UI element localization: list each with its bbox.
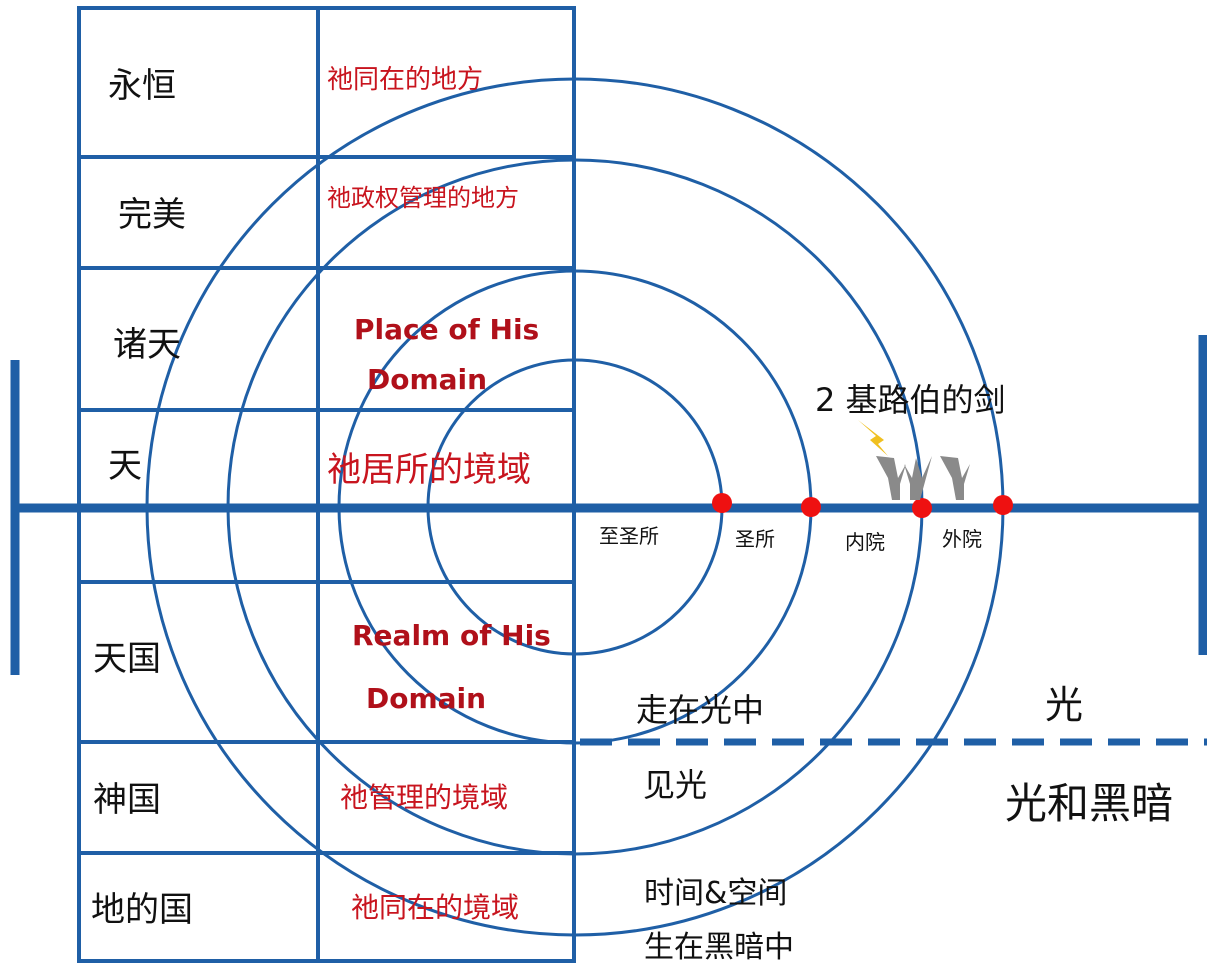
label-place-of-his-1: Place of His	[354, 313, 539, 346]
label-holy-of-holies: 至圣所	[599, 524, 659, 548]
row-label-heavens: 诸天	[113, 325, 181, 365]
right-column-labels: 祂同在的地方 祂政权管理的地方 Place of His Domain 祂居所的…	[327, 65, 551, 924]
label-place-of-government: 祂政权管理的地方	[327, 184, 519, 212]
label-walk-in-light: 走在光中	[636, 691, 764, 729]
label-realm-of-management: 祂管理的境域	[340, 781, 508, 814]
row-label-earthly-kingdom: 地的国	[91, 890, 193, 930]
label-time-space: 时间&空间	[644, 876, 787, 911]
label-place-of-presence: 祂同在的地方	[327, 65, 483, 95]
sword-flash-icon	[858, 420, 888, 456]
label-realm-of-presence: 祂同在的境域	[351, 891, 519, 924]
label-outer-court: 外院	[942, 527, 982, 551]
left-column-labels: 永恒 完美 诸天 天 天国 神国 地的国	[91, 66, 193, 930]
label-born-in-dark: 生在黑暗中	[644, 930, 794, 965]
cherubim-caption: 2 基路伯的剑	[815, 381, 1006, 419]
dot-holy-place	[801, 497, 821, 517]
boundary-dots	[712, 493, 1013, 518]
axis-labels: 至圣所 圣所 内院 外院	[599, 524, 982, 554]
dot-outer-court	[993, 495, 1013, 515]
label-holy-place: 圣所	[735, 527, 775, 551]
label-light-and-dark: 光和黑暗	[1005, 779, 1173, 828]
row-label-kingdom-of-heaven: 天国	[93, 639, 161, 679]
cherubim-icon	[876, 456, 970, 500]
label-see-light: 见光	[643, 766, 707, 804]
label-place-of-his-2: Domain	[367, 363, 487, 396]
label-realm-of-his-1: Realm of His	[352, 619, 551, 652]
dot-inner-court	[912, 498, 932, 518]
label-realm-of-dwelling: 祂居所的境域	[327, 450, 531, 490]
row-label-perfection: 完美	[118, 195, 186, 235]
label-realm-of-his-2: Domain	[366, 682, 486, 715]
right-side-labels: 走在光中 光 见光 光和黑暗 时间&空间 生在黑暗中	[636, 683, 1173, 965]
row-label-kingdom-of-god: 神国	[93, 780, 161, 820]
row-label-heaven: 天	[108, 446, 142, 486]
horizontal-axis	[10, 335, 1207, 675]
table-grid	[77, 6, 576, 963]
label-inner-court: 内院	[845, 530, 885, 554]
label-light: 光	[1045, 683, 1083, 727]
table-border	[77, 6, 576, 963]
row-label-eternity: 永恒	[108, 66, 176, 106]
dot-holy-of-holies	[712, 493, 732, 513]
